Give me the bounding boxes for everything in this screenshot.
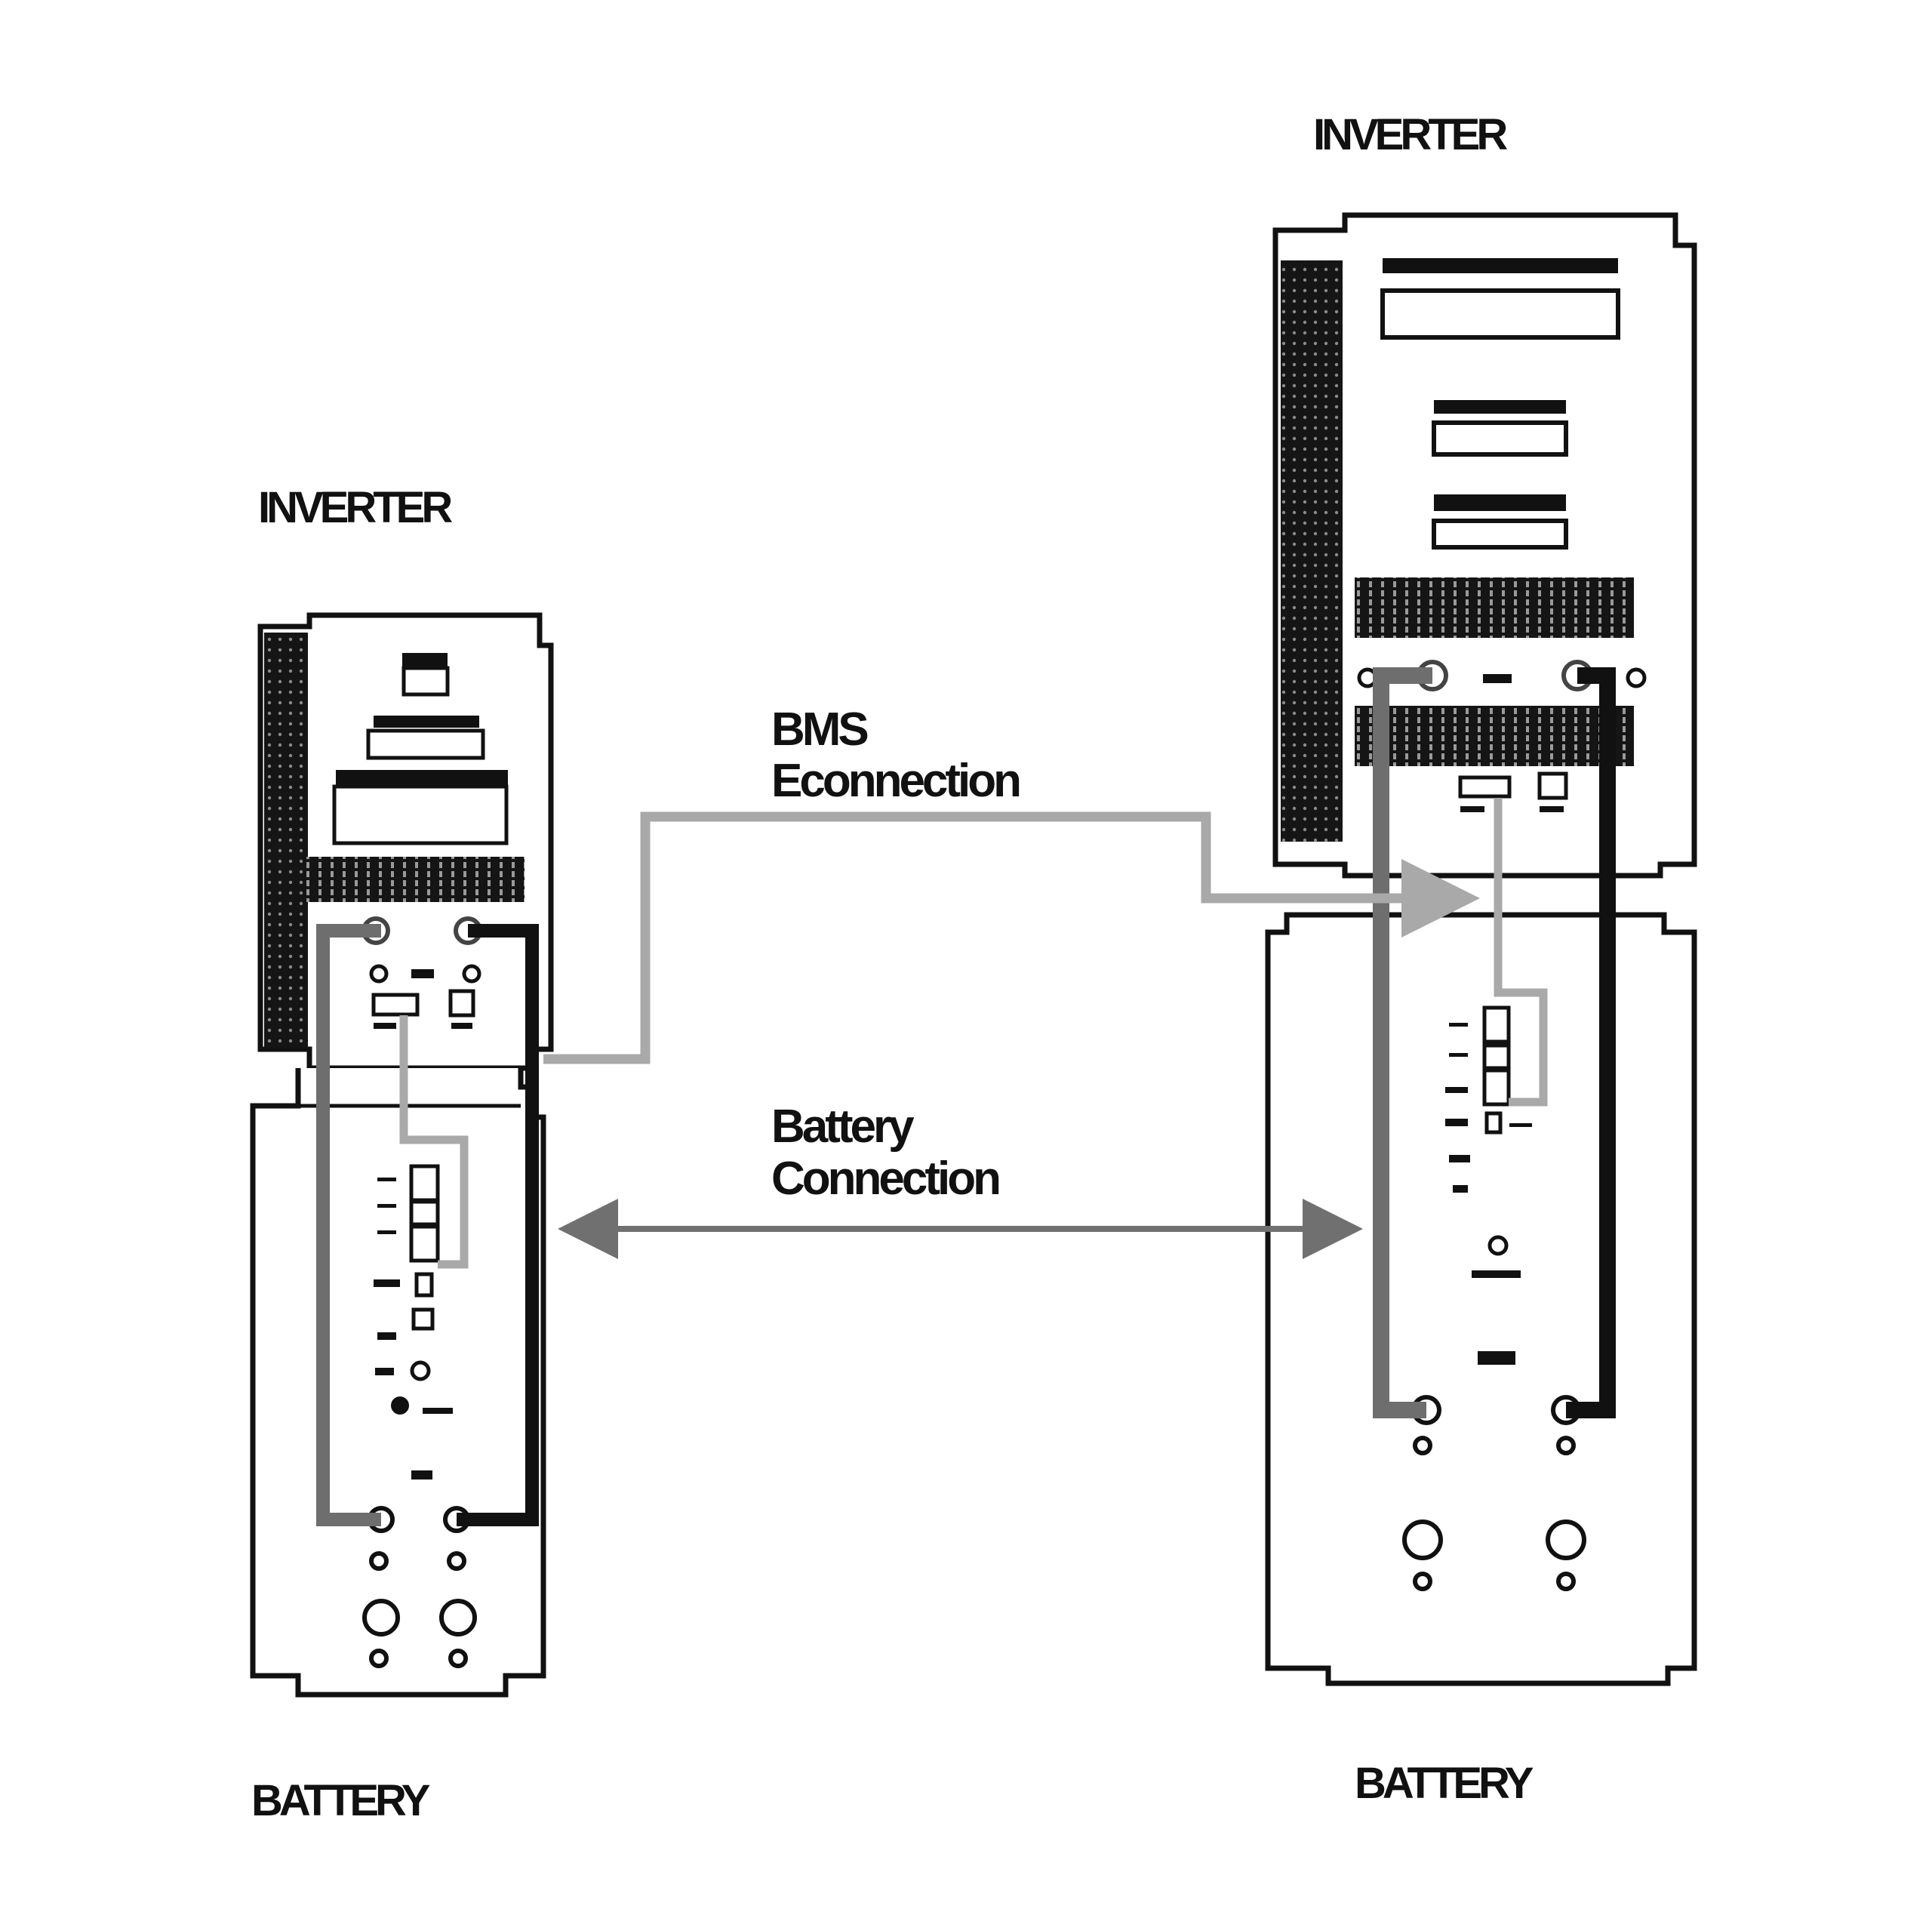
left-battery-cell-3	[409, 1224, 440, 1263]
left-battery-mark-6	[375, 1368, 394, 1375]
right-battery-hole-2	[1556, 1436, 1576, 1455]
right-battery-cell-1	[1482, 1005, 1511, 1044]
right-battery-mark-1	[1449, 1023, 1468, 1027]
battery-connection: Battery Connection	[558, 1101, 1363, 1259]
right-battery-terminal-3	[1402, 1520, 1443, 1560]
right-battery-mark-2	[1449, 1053, 1468, 1057]
left-battery-hole-2	[447, 1551, 466, 1571]
battery-connection-label-line1: Battery	[771, 1101, 915, 1153]
left-battery-label: BATTERY	[251, 1776, 430, 1825]
right-bms-cable	[1494, 798, 1548, 1107]
left-battery-mark-4	[374, 1279, 400, 1287]
right-battery-terminal-4	[1546, 1520, 1586, 1560]
left-inverter-mark-c	[451, 1023, 472, 1029]
left-inverter-mark-b	[374, 1023, 396, 1029]
left-inverter-mark	[411, 969, 434, 978]
right-battery-cell-4	[1484, 1111, 1503, 1135]
right-battery-hole-3	[1413, 1572, 1432, 1591]
left-inverter-module-mid	[366, 728, 485, 760]
left-inverter-label: INVERTER	[258, 483, 452, 532]
left-battery-hole-4	[448, 1649, 468, 1668]
right-inverter-module-bar-2	[1434, 400, 1566, 414]
left-battery-mark-7	[423, 1408, 453, 1414]
left-inverter-switch	[448, 989, 475, 1018]
left-battery-mark-3	[377, 1230, 396, 1234]
battery-connection-label-line2: Connection	[771, 1153, 999, 1205]
left-inverter-hole-a	[369, 964, 389, 984]
left-inverter-module-small-body	[401, 666, 450, 697]
right-unit: INVERTER	[1265, 110, 1697, 1808]
left-battery-cell-2	[409, 1199, 440, 1227]
right-inverter-switch	[1537, 771, 1568, 800]
left-battery-mark-8	[411, 1470, 432, 1479]
right-battery-cell-3	[1482, 1068, 1511, 1107]
bms-connection-label-line1: BMS	[771, 704, 867, 756]
left-inverter-module-large	[332, 784, 509, 845]
right-battery-mark-5	[1509, 1123, 1532, 1127]
left-battery-hole-1	[369, 1551, 389, 1571]
left-cable-negative	[457, 924, 539, 1526]
right-inverter-mark-c	[1540, 806, 1564, 812]
right-battery-mark-9	[1478, 1351, 1515, 1365]
left-battery-terminal-3	[362, 1599, 400, 1637]
left-battery-mark-1	[377, 1178, 396, 1181]
left-unit: INVERTER	[250, 483, 554, 1825]
right-battery-hole-4	[1556, 1572, 1576, 1591]
bms-connection-label-line2: Econnection	[771, 755, 1020, 807]
left-inverter-bms-port	[371, 993, 420, 1017]
right-battery-mark-6	[1449, 1155, 1470, 1162]
right-inverter-hole-b	[1626, 667, 1647, 688]
left-inverter-hole-b	[462, 964, 481, 984]
left-battery-terminal-4	[439, 1599, 477, 1637]
right-inverter-label: INVERTER	[1313, 110, 1507, 159]
left-battery-hole-3	[369, 1649, 389, 1668]
right-battery-hole-1	[1413, 1436, 1432, 1455]
left-battery-indicator	[410, 1360, 431, 1381]
right-battery-mark-4	[1445, 1119, 1468, 1126]
right-inverter-module-2	[1432, 420, 1568, 457]
right-inverter-mark	[1483, 674, 1512, 683]
left-battery-cell-1	[409, 1164, 440, 1202]
right-cable-negative	[1566, 667, 1616, 1418]
bms-connection: BMS Econnection	[543, 704, 1480, 1064]
right-inverter-module-1	[1380, 288, 1620, 340]
bms-connection-line	[543, 811, 1480, 1064]
right-inverter-terminal-row-2	[1355, 706, 1634, 766]
right-inverter-module-bar-1	[1383, 258, 1618, 273]
right-inverter-mark-b	[1460, 806, 1484, 812]
right-battery-label: BATTERY	[1355, 1759, 1534, 1808]
left-battery-mark-5	[377, 1332, 396, 1340]
right-battery-mark-8	[1472, 1270, 1521, 1278]
left-cable-positive	[316, 924, 381, 1526]
right-battery-indicator	[1487, 1235, 1509, 1256]
left-inverter-module-mid-bar	[374, 716, 479, 728]
right-inverter-terminal-row-1	[1355, 577, 1634, 638]
right-battery-enclosure	[1265, 912, 1697, 1686]
left-inverter-module-large-bar	[336, 770, 508, 785]
right-battery-mark-3	[1445, 1087, 1468, 1093]
right-inverter-terminal-strip	[1281, 260, 1343, 842]
right-battery-cell-2	[1482, 1043, 1511, 1070]
left-battery-mark-2	[377, 1204, 396, 1208]
right-inverter-bms-port	[1458, 775, 1512, 799]
left-battery-dot	[391, 1396, 409, 1415]
left-battery-enclosure	[250, 1068, 546, 1698]
right-inverter-module-3	[1432, 519, 1568, 550]
right-cable-positive	[1373, 667, 1432, 1418]
right-inverter-module-bar-3	[1434, 494, 1566, 511]
left-battery-cell-4	[414, 1272, 434, 1298]
left-bms-cable	[399, 1015, 469, 1269]
left-inverter-terminal-strip	[264, 633, 308, 1048]
right-battery-mark-7	[1453, 1185, 1468, 1193]
left-battery-cell-5	[411, 1307, 435, 1331]
left-inverter-terminal-row	[306, 857, 525, 902]
left-inverter-module-small	[402, 653, 448, 667]
